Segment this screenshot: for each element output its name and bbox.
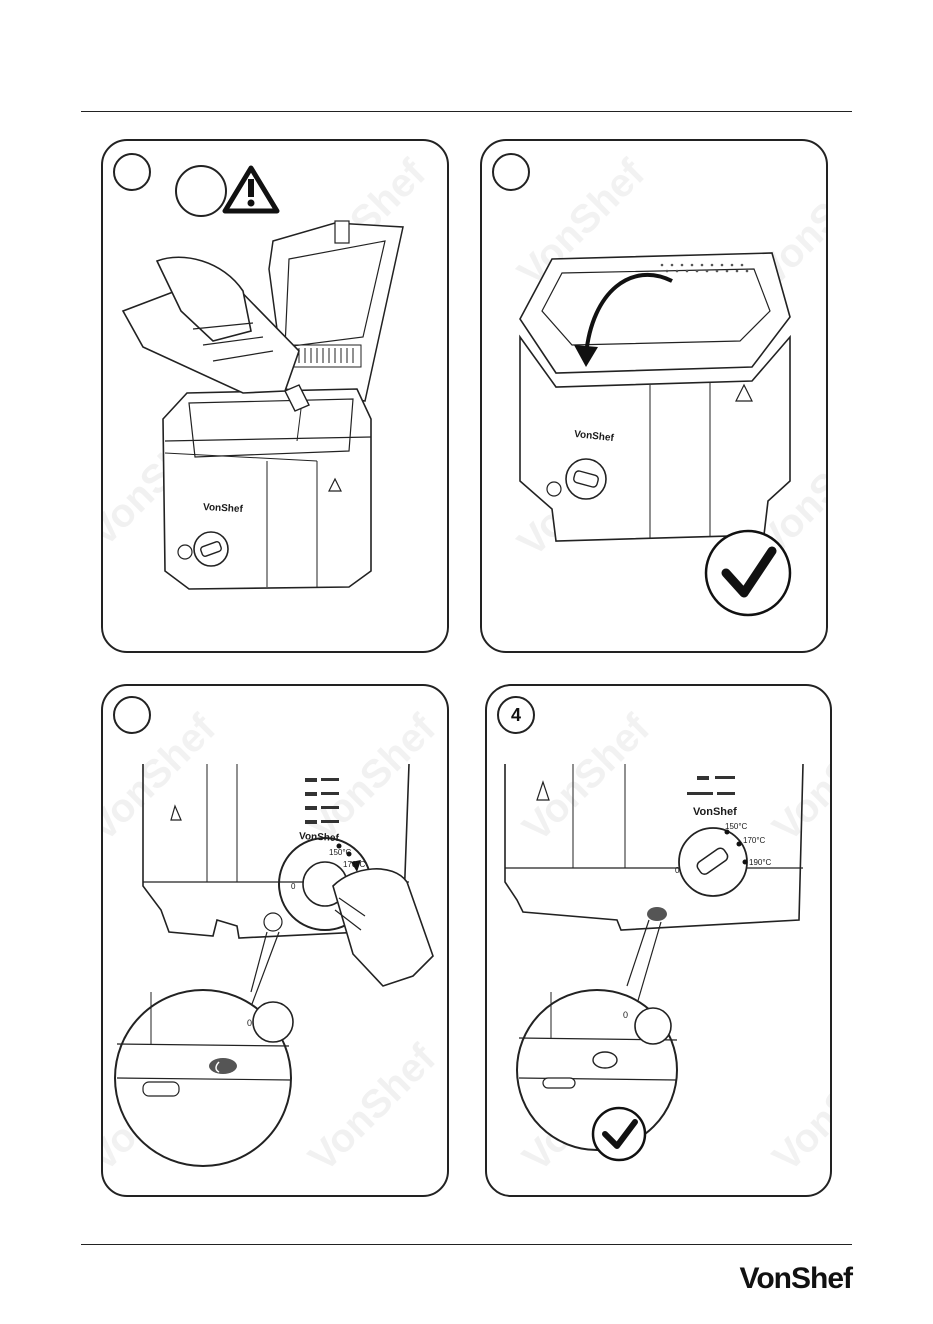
top-rule [81, 111, 852, 112]
step-panel-4: VonShef VonShef VonShef VonShef [485, 684, 832, 1197]
step-panel-2: VonShef VonShef VonShef VonShef [480, 139, 828, 653]
light-on-illustration [487, 686, 832, 1197]
dial-temp-150-label: 150°C [329, 848, 351, 857]
fryer-brand-label: VonShef [693, 806, 737, 818]
closed-lid-illustration [482, 141, 828, 653]
checkmark-icon [706, 531, 790, 615]
no-symbol-circle [176, 166, 226, 216]
indicator-light-on [209, 1058, 237, 1074]
step-number-badge [113, 696, 151, 734]
checkmark-icon [593, 1108, 645, 1160]
bottom-rule [81, 1244, 852, 1245]
turn-dial-illustration [103, 686, 449, 1197]
dial-temp-170-label: 170°C [743, 836, 765, 845]
dial-temp-190-label: 190°C [749, 858, 771, 867]
step-number-badge: 4 [497, 696, 535, 734]
dial-temp-170-label: 170°C [343, 860, 365, 869]
pour-oil-illustration [103, 141, 449, 653]
step-number-badge [492, 153, 530, 191]
indicator-light-on [647, 907, 667, 921]
step-panel-1: VonShef VonShef [101, 139, 449, 653]
magnified-zero-label: 0 [623, 1010, 628, 1020]
warning-triangle-icon [225, 168, 277, 211]
brand-logo: VonShef [740, 1262, 852, 1296]
step-panel-3: VonShef VonShef VonShef VonShef [101, 684, 449, 1197]
dial-zero-label: 0 [675, 866, 679, 875]
dial-zero-label: 0 [291, 882, 295, 891]
step-number-badge [113, 153, 151, 191]
fryer-brand-label: VonShef [299, 831, 339, 844]
magnified-zero-label: 0 [247, 1018, 252, 1028]
fryer-brand-label: VonShef [203, 502, 243, 515]
dial-temp-150-label: 150°C [725, 822, 747, 831]
